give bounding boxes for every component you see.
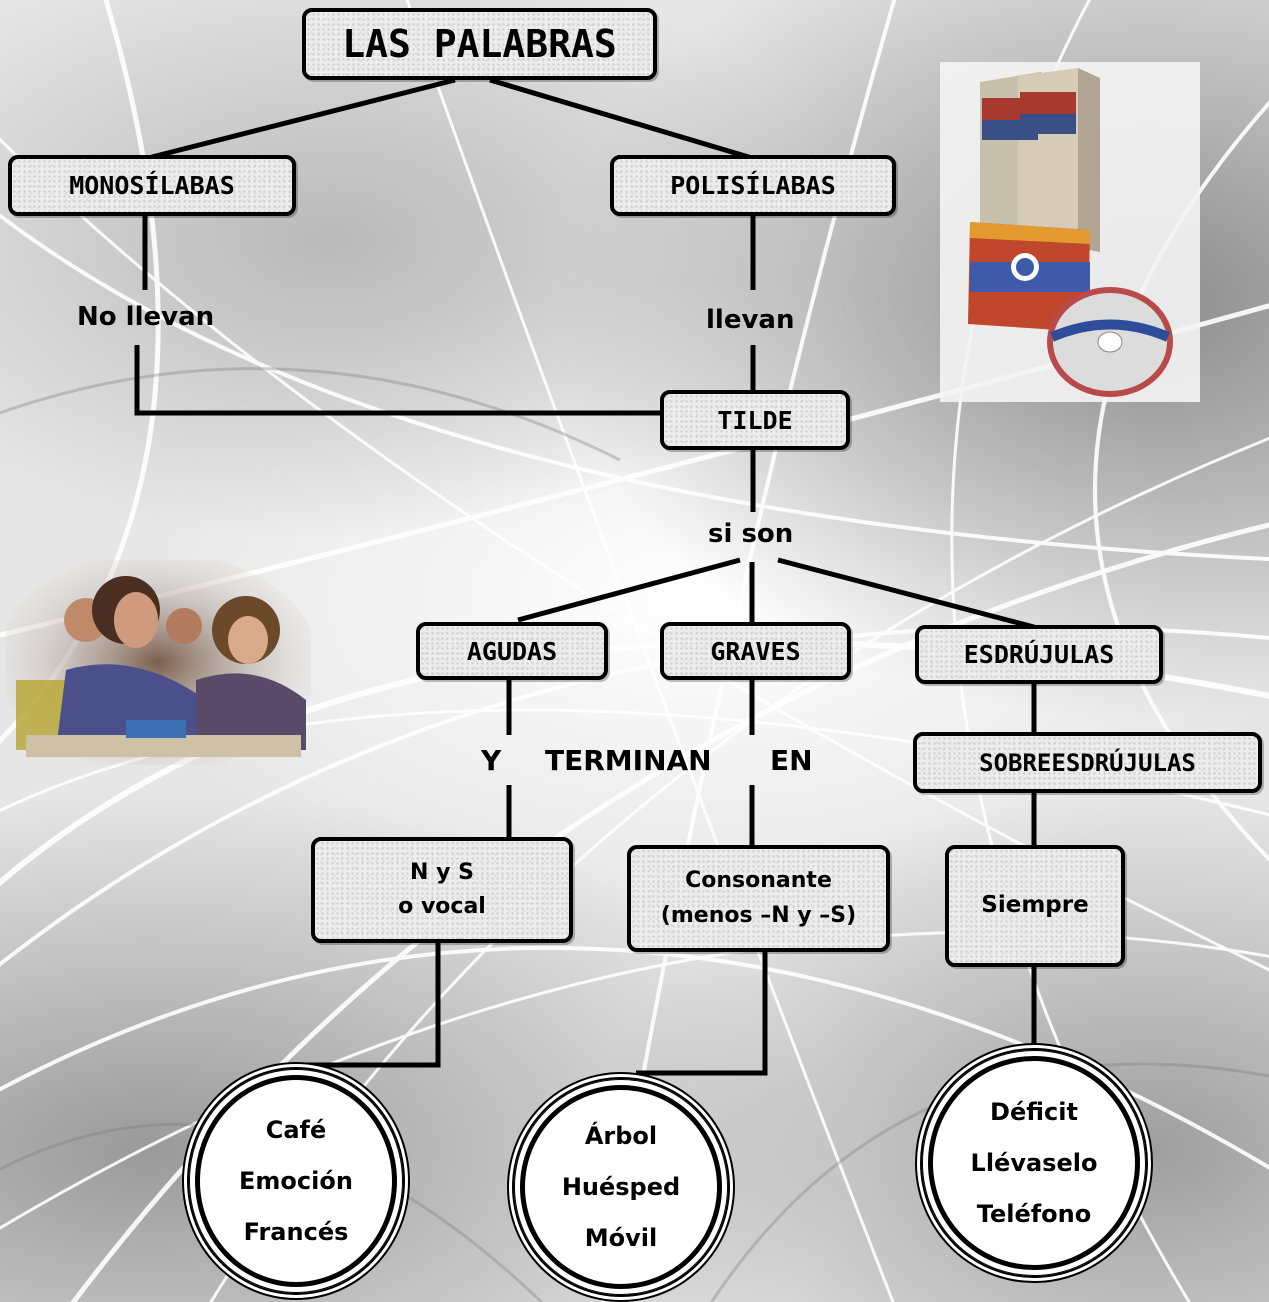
connector-text-si-son: si son bbox=[708, 519, 794, 549]
agudas-rule-line-2: o vocal bbox=[398, 894, 486, 919]
node-monosilabas: MONOSÍLABAS bbox=[8, 155, 296, 216]
esdrujulas-rule-label: Siempre bbox=[981, 892, 1089, 919]
example-graves-2: Huésped bbox=[561, 1172, 681, 1201]
example-graves-3: Móvil bbox=[584, 1223, 658, 1252]
dictionary-books-image bbox=[940, 62, 1200, 402]
connector-text-terminan: TERMINAN bbox=[545, 744, 712, 777]
node-esdrujulas-rule: Siempre bbox=[945, 845, 1125, 967]
connector-text-en: EN bbox=[770, 744, 813, 777]
node-agudas-label: AGUDAS bbox=[466, 636, 558, 666]
example-graves-1: Árbol bbox=[584, 1121, 658, 1150]
students-classroom-image bbox=[6, 560, 311, 765]
node-sobreesdrujulas: SOBREESDRÚJULAS bbox=[913, 732, 1262, 793]
root-node-label: LAS PALABRAS bbox=[342, 22, 617, 66]
node-tilde-label: TILDE bbox=[717, 405, 793, 435]
node-esdrujulas-label: ESDRÚJULAS bbox=[963, 640, 1115, 669]
node-agudas: AGUDAS bbox=[416, 622, 608, 680]
examples-graves-inner-ring bbox=[520, 1085, 722, 1289]
example-agudas-1: Café bbox=[265, 1115, 327, 1144]
node-sobreesdrujulas-label: SOBREESDRÚJULAS bbox=[979, 748, 1196, 777]
examples-agudas-circle: Café Emoción Francés bbox=[182, 1062, 410, 1300]
node-graves: GRAVES bbox=[660, 622, 851, 680]
node-agudas-rule: N y S o vocal bbox=[311, 837, 573, 943]
node-monosilabas-label: MONOSÍLABAS bbox=[69, 171, 235, 200]
example-agudas-3: Francés bbox=[243, 1217, 349, 1246]
connector-text-llevan: llevan bbox=[706, 305, 795, 335]
connector-text-y: Y bbox=[481, 744, 502, 777]
graves-rule-line-2: (menos –N y –S) bbox=[660, 902, 857, 928]
node-tilde: TILDE bbox=[660, 390, 850, 450]
connector-text-no-llevan: No llevan bbox=[77, 302, 215, 332]
agudas-rule-line-1: N y S bbox=[410, 859, 474, 885]
node-polisilabas-label: POLISÍLABAS bbox=[670, 171, 836, 200]
examples-esdrujulas-circle: Déficit Llévaselo Teléfono bbox=[915, 1043, 1153, 1283]
node-graves-rule: Consonante (menos –N y –S) bbox=[627, 845, 890, 952]
example-esdrujulas-1: Déficit bbox=[990, 1097, 1078, 1126]
examples-esdrujulas-inner-ring bbox=[928, 1056, 1140, 1270]
node-esdrujulas: ESDRÚJULAS bbox=[915, 625, 1163, 684]
root-node-las-palabras: LAS PALABRAS bbox=[302, 8, 657, 80]
node-graves-label: GRAVES bbox=[710, 636, 801, 666]
graves-rule-line-1: Consonante bbox=[685, 868, 832, 894]
example-esdrujulas-2: Llévaselo bbox=[970, 1148, 1098, 1177]
node-polisilabas: POLISÍLABAS bbox=[610, 155, 896, 216]
examples-agudas-inner-ring bbox=[195, 1075, 397, 1287]
example-esdrujulas-3: Teléfono bbox=[976, 1199, 1092, 1228]
example-agudas-2: Emoción bbox=[239, 1166, 353, 1195]
examples-graves-circle: Árbol Huésped Móvil bbox=[507, 1072, 735, 1302]
